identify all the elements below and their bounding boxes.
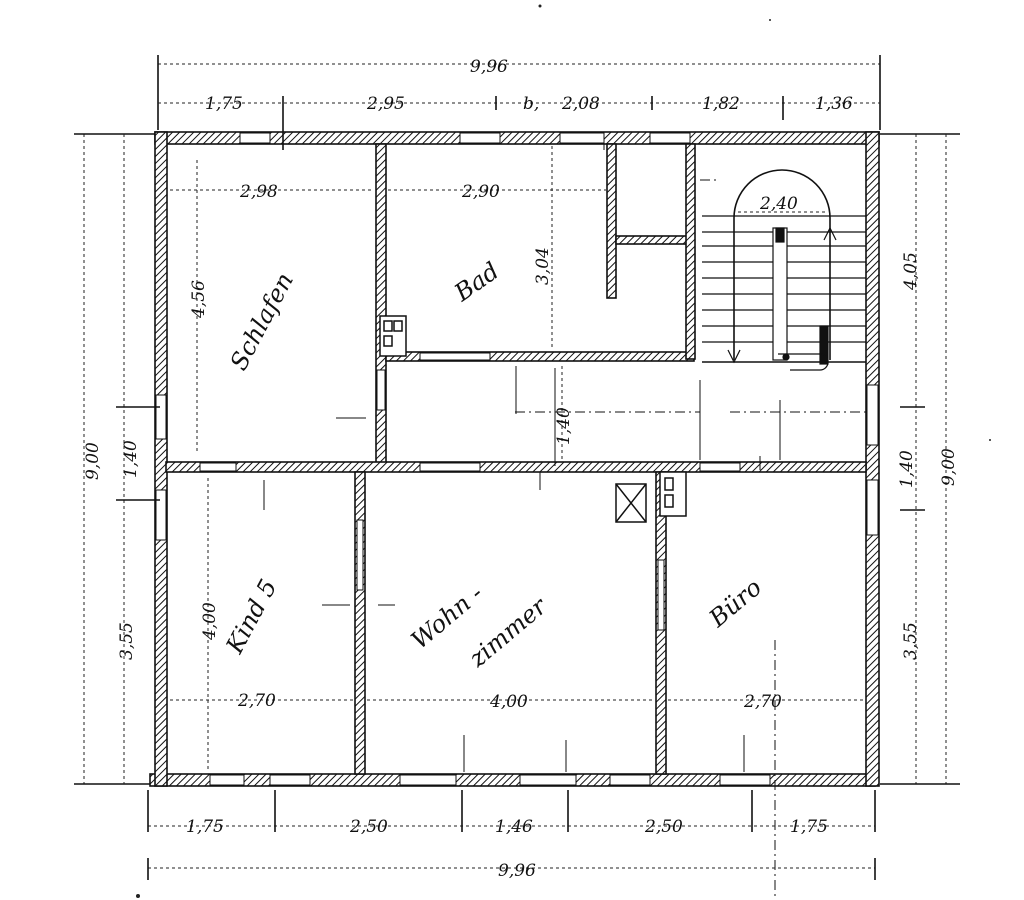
interior-walls — [165, 143, 867, 775]
dim-top-seg-2: 2,95 — [366, 94, 405, 114]
door-schlafen — [376, 369, 386, 411]
dim-total-width-bottom: 9,96 — [498, 861, 536, 881]
west-wall — [154, 131, 168, 787]
exterior-walls — [149, 131, 880, 787]
dim-bottom-seg-3: 1,46 — [495, 817, 533, 837]
dim-top-seg-3: 2,08 — [561, 94, 600, 114]
wall-kind-wohn — [354, 471, 366, 775]
window-north-4 — [649, 132, 691, 144]
dim-buero-width: 2,70 — [743, 692, 782, 712]
dim-total-width-top: 9,96 — [470, 57, 508, 77]
dim-top-seg-4: 1,82 — [702, 94, 740, 114]
window-south-3 — [399, 774, 457, 786]
wall-schlafen-bad — [375, 143, 387, 470]
east-wall — [865, 131, 880, 787]
window-west-2 — [155, 489, 167, 541]
dim-bottom-seg-2: 2,50 — [349, 817, 388, 837]
dim-left-seg-1: 1,40 — [121, 440, 141, 478]
window-south-4 — [519, 774, 577, 786]
hall-marks — [322, 140, 781, 606]
window-south-2 — [269, 774, 311, 786]
room-bad: Bad — [449, 257, 505, 308]
window-south-1 — [209, 774, 245, 786]
door-kind-wohn — [356, 519, 364, 591]
wall-bad-east — [606, 143, 617, 299]
dim-schlafen-width: 2,98 — [239, 182, 278, 202]
dim-right-seg-3: 3,55 — [901, 622, 921, 660]
dim-stair-width: 2,40 — [759, 194, 798, 214]
dim-wohn-width: 4,00 — [489, 692, 528, 712]
door-wohn — [419, 462, 481, 472]
wall-stair-west — [685, 143, 696, 360]
door-wohn-buero — [657, 559, 665, 631]
window-north-1 — [239, 132, 271, 144]
dim-bottom-seg-5: 1,75 — [790, 817, 828, 837]
dim-top-seg-5: 1,36 — [815, 94, 853, 114]
dim-total-height-right: 9,00 — [939, 448, 959, 486]
door-kind — [199, 462, 237, 472]
window-south-6 — [719, 774, 771, 786]
dim-kind-height: 4,00 — [200, 602, 220, 641]
dim-schlafen-height: 4,56 — [189, 280, 209, 319]
dim-bad-height: 3,04 — [533, 247, 553, 285]
dim-kind-width: 2,70 — [237, 691, 276, 711]
window-north-2 — [459, 132, 501, 144]
dim-hall-height: 1,40 — [554, 407, 574, 445]
window-east-2 — [866, 479, 879, 536]
window-north-3 — [559, 132, 605, 144]
stair-ref-mark: b, — [523, 94, 539, 114]
room-schlafen: Schlafen — [225, 268, 299, 375]
dim-top-seg-1: 1,75 — [205, 94, 243, 114]
door-buero — [699, 462, 741, 472]
dim-left-seg-2: 3,55 — [117, 622, 137, 660]
dimension-lines — [74, 55, 960, 880]
dim-right-seg-2: 1,40 — [897, 450, 917, 488]
door-bad — [419, 352, 491, 361]
window-east-1 — [866, 384, 879, 446]
dim-bottom-seg-1: 1,75 — [186, 817, 224, 837]
dim-bad-width: 2,90 — [461, 182, 500, 202]
room-kind: Kind 5 — [220, 575, 282, 659]
staircase — [702, 169, 866, 371]
dimension-labels: 9,96 1,75 2,95 b, 2,08 1,82 1,36 2,98 2,… — [83, 57, 959, 881]
scan-specks — [136, 4, 991, 898]
room-buero: Büro — [703, 573, 767, 633]
dim-total-height-left: 9,00 — [83, 442, 103, 480]
window-west-1 — [155, 394, 167, 440]
axis-lines — [515, 179, 866, 900]
window-south-5 — [609, 774, 651, 786]
dim-bottom-seg-4: 2,50 — [644, 817, 683, 837]
wall-wc-south — [615, 235, 689, 245]
dim-right-seg-1: 4,05 — [901, 252, 921, 291]
wall-hall-south — [165, 461, 867, 473]
